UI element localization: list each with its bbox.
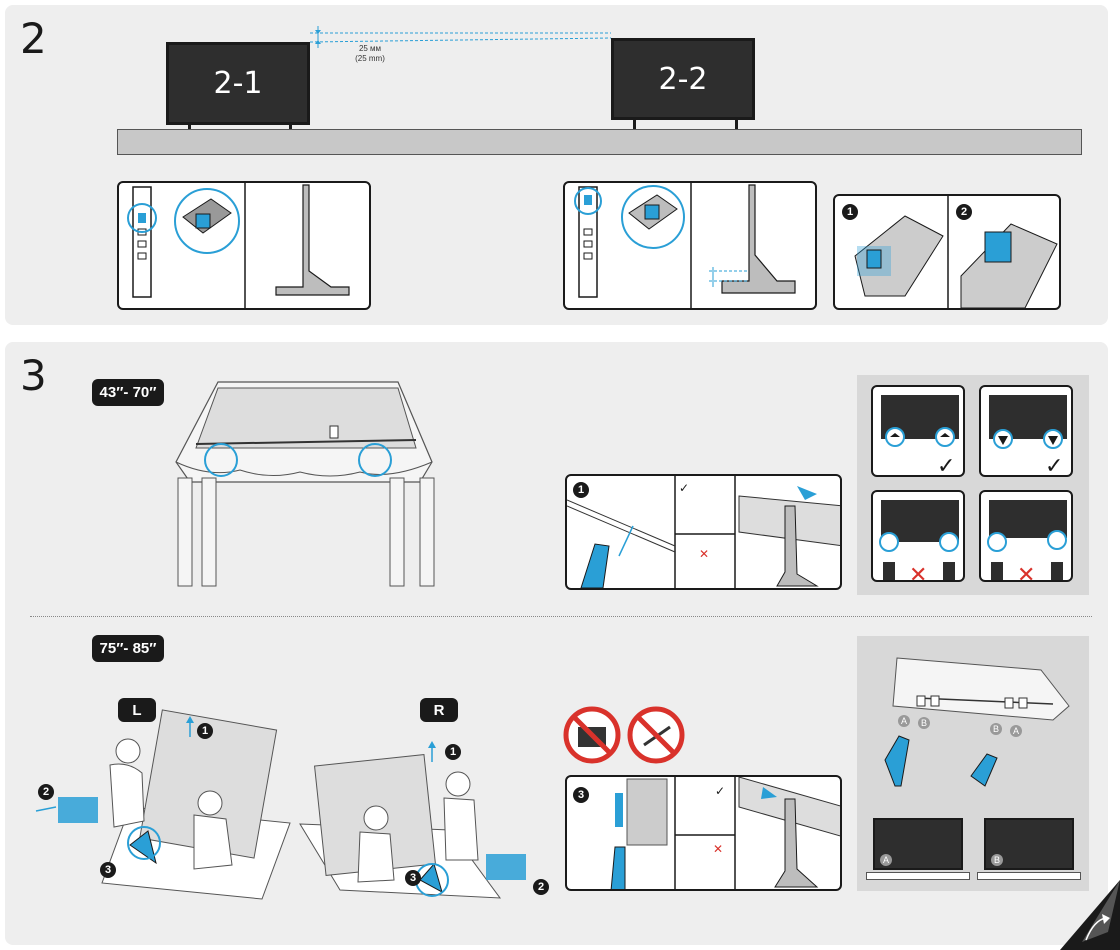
stand-slot-a-right: A [1010,725,1022,737]
stand-insert-illustration: ✕ ✓ [567,476,840,588]
size-range-badge-large: 75″- 85″ [92,635,164,662]
left-lift-step-badge: 1 [197,723,213,739]
prohibited-damage-icon [563,706,621,764]
tv-2-2-foot-right [735,120,738,131]
two-person-install-right-illustration [299,741,526,899]
gap-measure-metric: 25 мм [358,44,382,53]
orientation-wrong-1-illustration: ✕ [879,500,959,582]
svg-text:✓: ✓ [937,454,955,477]
tv-2-1-foot-left [188,125,191,131]
right-remove-box-step-badge: 2 [533,879,549,895]
stand-leg-short-illustration [127,183,350,308]
svg-text:✓: ✓ [679,481,689,495]
step-2-number: 2 [20,14,47,63]
gap-measure-mm: (25 mm) [355,54,385,64]
orientation-ok-2-illustration: ✓ [989,395,1067,477]
right-side-badge: R [420,698,458,722]
orientation-ok-1-illustration: ✓ [881,395,959,477]
tv-result-b: B [984,818,1074,870]
orientation-ok-1: ✓ [871,385,965,477]
left-side-badge: L [118,698,156,722]
svg-text:✕: ✕ [1017,563,1035,582]
tv-result-a-base [866,872,970,880]
size-range-badge-small: 43″- 70″ [92,379,164,406]
tv-stand-surface [117,129,1082,155]
tv-back-stand-orientation-illustration [884,657,1070,787]
tv-option-2-1-label: 2-1 [213,66,263,101]
stand-insert-box: ✕ ✓ 1 [565,474,842,590]
tv-2-2-foot-left [633,120,636,131]
stand-insert-large-illustration: ✓ ✕ [610,777,840,889]
two-person-install-left-illustration [35,709,291,900]
lock-steps-box: 1 2 [833,194,1061,310]
size-section-divider [30,616,1092,617]
tv-result-b-letter: B [991,854,1003,866]
right-lift-step-badge: 1 [445,744,461,760]
insert-step-1-badge: 1 [573,482,589,498]
tv-option-2-2: 2-2 [611,38,755,120]
orientation-wrong-1: ✕ [871,490,965,582]
svg-text:✕: ✕ [909,563,927,582]
insert-large-step-3-badge: 3 [573,787,589,803]
stand-insert-large-box: ✓ ✕ 3 [565,775,842,891]
step-3-number: 3 [20,351,47,400]
tv-2-1-foot-right [289,125,292,131]
tv-facedown-on-table-illustration [175,381,435,587]
page-turn-corner-icon [1060,880,1120,950]
orientation-wrong-2-illustration: ✕ [987,500,1067,582]
svg-text:✓: ✓ [1045,454,1063,477]
svg-text:✓: ✓ [715,784,725,798]
left-attach-stand-step-badge: 3 [100,862,116,878]
detail-box-2-2 [563,181,817,310]
tv-result-a-letter: A [880,854,892,866]
tv-result-a: A [873,818,963,870]
svg-text:✕: ✕ [713,842,723,856]
tv-result-b-base [977,872,1081,880]
svg-text:✕: ✕ [699,547,709,561]
left-remove-box-step-badge: 2 [38,784,54,800]
lock-step-2-badge: 2 [956,204,972,220]
stand-slot-a-left: A [898,715,910,727]
orientation-ok-2: ✓ [979,385,1073,477]
prohibited-pressure-icon [627,706,685,764]
gap-measure-label: 25 мм (25 mm) [350,44,390,65]
stand-slot-b-left: B [918,717,930,729]
orientation-wrong-2: ✕ [979,490,1073,582]
tv-option-2-1: 2-1 [166,42,310,125]
lock-step-1-badge: 1 [842,204,858,220]
detail-box-2-1 [117,181,371,310]
stand-slot-b-right: B [990,723,1002,735]
lock-steps-illustration [854,196,1058,308]
tv-option-2-2-label: 2-2 [658,61,708,97]
right-attach-stand-step-badge: 3 [405,870,421,886]
stand-leg-tall-illustration [574,183,796,308]
